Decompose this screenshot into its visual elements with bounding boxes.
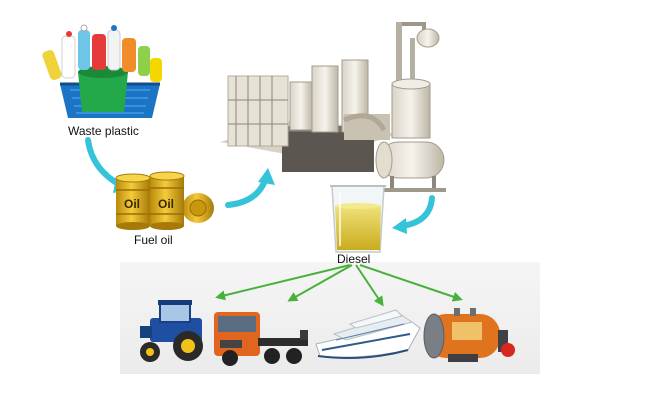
truck-icon	[214, 312, 308, 366]
waste-plastic-basket-icon	[42, 24, 162, 118]
oil-drum-label-left: Oil	[124, 197, 140, 211]
tractor-icon	[140, 300, 203, 362]
pyrolysis-plant-icon	[220, 22, 446, 192]
flow-arrow-plant-to-diesel	[392, 195, 435, 234]
arrow-to-tractor	[215, 264, 351, 301]
distribution-arrows	[215, 264, 463, 307]
arrow-to-boiler	[359, 264, 463, 302]
diesel-label: Diesel	[337, 252, 371, 266]
cruise-ship-icon	[315, 309, 421, 359]
diesel-beaker-icon	[330, 185, 386, 253]
arrow-to-ship	[355, 264, 384, 307]
arrow-to-truck	[287, 264, 353, 302]
oil-drum-label-right: Oil	[158, 197, 174, 211]
fuel-oil-label: Fuel oil	[134, 233, 173, 247]
flow-arrow-oil-to-plant	[225, 168, 275, 208]
boiler-icon	[423, 308, 515, 362]
waste-plastic-label: Waste plastic	[68, 124, 139, 138]
oil-drums-icon: Oil Oil	[115, 171, 214, 230]
